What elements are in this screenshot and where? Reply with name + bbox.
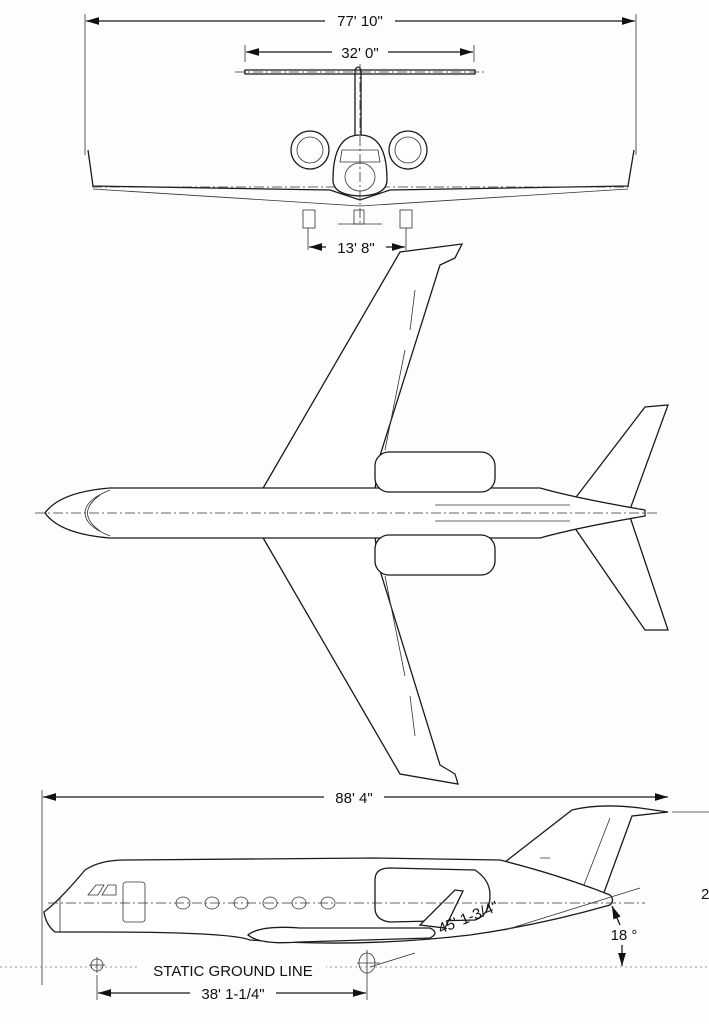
main-gear-symbol — [357, 950, 380, 975]
cabin-door — [122, 881, 146, 923]
lower-horizontal-tail — [568, 510, 669, 631]
lower-wing — [260, 535, 459, 785]
wing-fairing-side — [246, 926, 436, 944]
vertical-fin — [354, 66, 362, 140]
wingspan-label: 77' 10" — [337, 13, 383, 30]
tailspan-label: 32' 0" — [341, 45, 378, 62]
engine-side — [374, 867, 491, 923]
ground-line-label: STATIC GROUND LINE — [153, 963, 312, 980]
top-view — [35, 243, 669, 785]
right-engine — [388, 130, 428, 170]
lower-engine-nacelle — [374, 534, 496, 576]
edge-label: 2 — [701, 886, 709, 903]
length-label: 88' 4" — [335, 790, 372, 807]
upper-wing — [260, 243, 464, 491]
tail-angle-label: 18 ° — [611, 927, 638, 944]
wheelbase-label: 38' 1-1/4" — [201, 986, 264, 1003]
left-engine — [290, 130, 330, 170]
landing-gear — [302, 209, 413, 229]
front-view: 77' 10" 32' 0" 13' 8" — [84, 10, 637, 257]
side-view: 88' 4" STATIC GROUND LINE — [0, 787, 709, 1003]
winglet-side — [418, 889, 464, 929]
nose-gear-symbol — [89, 957, 105, 973]
upper-engine-nacelle — [374, 451, 496, 493]
horizontal-tail — [244, 69, 476, 75]
gear-track-label: 13' 8" — [337, 240, 374, 257]
